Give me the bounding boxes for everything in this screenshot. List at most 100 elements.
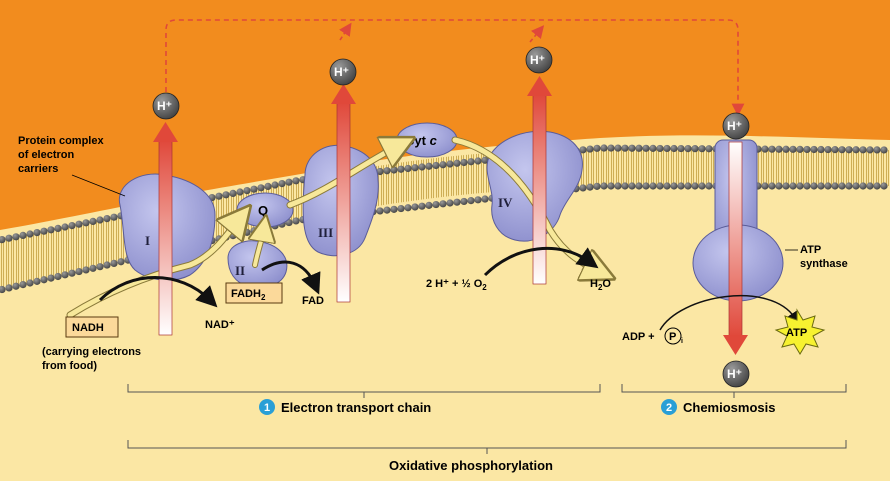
phospholipid-head (579, 146, 587, 154)
h-plus-ball-synthase-top: H⁺ (722, 112, 750, 140)
phospholipid-head (761, 145, 769, 153)
h-plus-ball-synthase-bottom: H⁺ (722, 360, 750, 388)
phospholipid-head (250, 185, 258, 193)
phospholipid-head (663, 144, 671, 153)
protein-complex-label: Protein complex of electron carriers (18, 135, 126, 197)
phospholipid-head (831, 182, 839, 190)
svg-text:ADP +: ADP + (622, 331, 655, 343)
oxygen-equation: 2 H⁺ + ½ O2 (426, 278, 487, 292)
phospholipid-head (292, 177, 300, 185)
phospholipid-head (68, 269, 76, 277)
water-label: H2O (590, 278, 611, 292)
svg-text:FADH2: FADH2 (231, 288, 266, 302)
nad-plus-label: NAD⁺ (205, 319, 235, 331)
phospholipid-head (670, 144, 678, 153)
phospholipid-head (803, 182, 811, 190)
phospholipid-head (474, 196, 482, 204)
phospholipid-head (768, 145, 776, 153)
fad-label: FAD (302, 295, 324, 307)
nadh-box: NADH (65, 316, 119, 338)
phospholipid-head (439, 200, 447, 208)
phospholipid-head (481, 195, 489, 203)
phospholipid-head (383, 206, 391, 214)
svg-text:synthase: synthase (800, 258, 848, 270)
h-plus-ball-iv: H⁺ (525, 46, 553, 74)
water-reaction-arrow (483, 246, 599, 277)
phospholipid-head (621, 144, 629, 152)
phospholipid-head (831, 146, 839, 154)
phospholipid-head (642, 182, 650, 190)
phospholipid-head (859, 146, 867, 154)
phospholipid-head (446, 199, 454, 207)
phospholipid-head (89, 264, 97, 272)
phospholipid-head (628, 182, 636, 190)
phospholipid-head (96, 263, 104, 271)
cyt-label: Cyt (405, 133, 427, 148)
phospholipid-head (768, 182, 776, 190)
phospholipid-head (796, 145, 804, 153)
phospholipid-head (649, 182, 657, 190)
phospholipid-head (411, 164, 419, 172)
phospholipid-head (264, 182, 272, 190)
phospholipid-head (698, 145, 706, 153)
phospholipid-head (215, 192, 223, 200)
phospholipid-head (824, 145, 832, 154)
phospholipid-head (5, 234, 13, 242)
svg-text:Electron transport chain: Electron transport chain (281, 400, 431, 415)
phospholipid-head (376, 167, 384, 176)
phospholipid-head (642, 144, 650, 152)
phospholipid-head (593, 144, 601, 152)
phospholipid-head (75, 220, 83, 228)
proton-arrow-atp-synthase (723, 141, 748, 355)
phospholipid-head (19, 281, 27, 289)
complex-iii-label: III (318, 225, 333, 240)
phospholipid-head (33, 229, 41, 237)
phospholipid-head (26, 279, 34, 287)
svg-text:1: 1 (264, 402, 270, 414)
proton-flow-dashed (165, 19, 745, 117)
fadh2-box: FADH2 (225, 282, 283, 304)
phospholipid-head (880, 182, 888, 190)
phospholipid-head (614, 144, 622, 152)
svg-text:H⁺: H⁺ (530, 53, 545, 67)
phospholipid-head (691, 145, 699, 153)
phospholipid-head (61, 271, 69, 279)
phospholipid-head (103, 261, 111, 269)
phospholipid-head (579, 184, 587, 192)
phospholipid-head (285, 178, 293, 186)
proton-arrow-iv (527, 76, 552, 285)
phospholipid-head (418, 163, 426, 171)
phospholipid-head (446, 160, 454, 168)
phospholipid-head (684, 145, 692, 153)
phospholipid-head (40, 227, 48, 235)
phospholipid-head (600, 182, 608, 190)
phospholipid-head (5, 284, 13, 292)
phospholipid-head (866, 146, 874, 154)
phospholipid-head (425, 201, 433, 209)
phospholipid-head (271, 181, 279, 189)
h-plus-ball-iii: H⁺ (329, 58, 357, 86)
phospholipid-head (810, 145, 818, 154)
svg-text:of electron: of electron (18, 149, 75, 161)
phospholipid-head (873, 182, 881, 190)
phospholipid-head (383, 167, 391, 175)
phospholipid-head (0, 285, 6, 294)
svg-text:Chemiosmosis: Chemiosmosis (683, 400, 775, 415)
phospholipid-head (432, 200, 440, 209)
phospholipid-head (866, 182, 874, 190)
phospholipid-head (698, 182, 706, 190)
phospholipid-head (75, 267, 83, 276)
phospholipid-head (838, 146, 846, 154)
phospholipid-head (54, 224, 62, 232)
phospholipid-head (229, 189, 237, 197)
phospholipid-head (89, 217, 97, 225)
phospholipid-head (845, 182, 853, 190)
phospholipid-head (845, 146, 853, 154)
phospholipid-head (775, 182, 783, 190)
phospholipid-head (705, 145, 713, 153)
intermembrane-space (0, 0, 890, 230)
phospholipid-head (684, 182, 692, 190)
complex-iv-label: IV (498, 195, 513, 210)
svg-text:Cyt c: Cyt c (405, 133, 438, 148)
svg-text:P: P (669, 331, 676, 343)
